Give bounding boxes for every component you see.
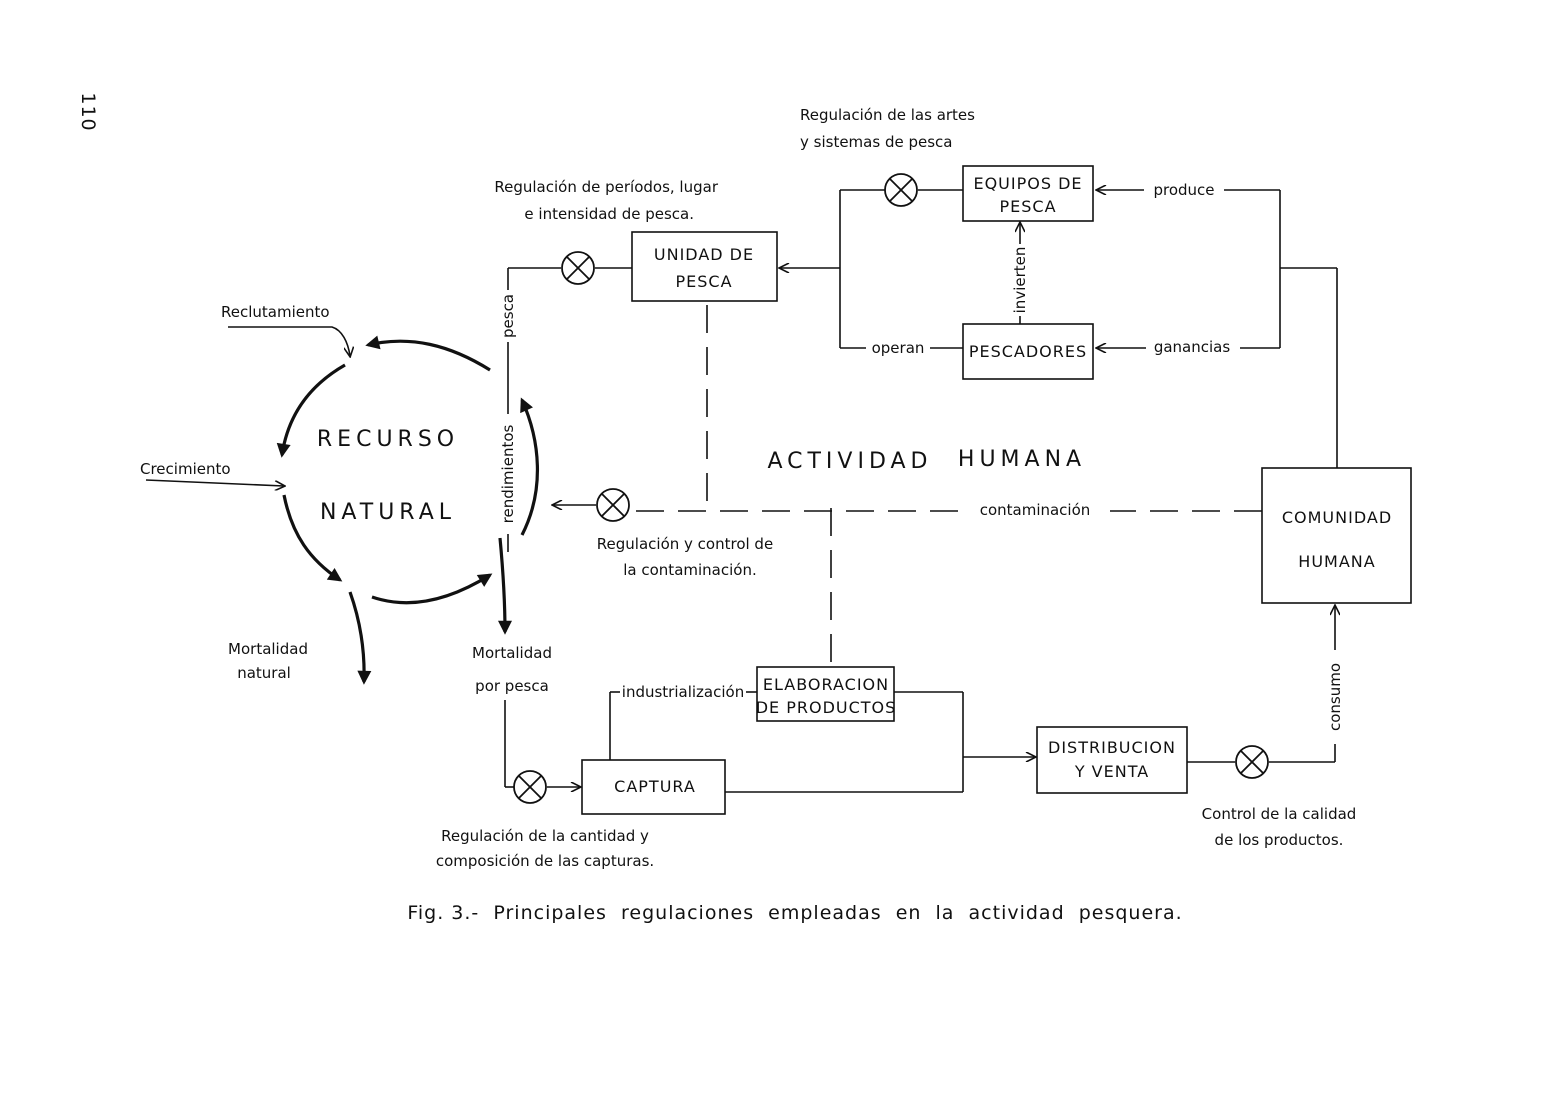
box-unidad-de-pesca xyxy=(631,231,778,302)
page-number: 110 xyxy=(77,92,99,131)
box-captura-label: CAPTURA xyxy=(614,777,696,796)
fishing-mortality-label-2: por pesca xyxy=(475,677,549,695)
reg-capturas-line2: composición de las capturas. xyxy=(436,852,654,870)
figure-caption: Fig. 3.- Principales regulaciones emplea… xyxy=(407,902,1182,924)
box-comunidad-line1: COMUNIDAD xyxy=(1282,508,1392,527)
cycle-arc-right xyxy=(520,397,540,536)
recruitment-arrow xyxy=(228,326,350,356)
box-equipos-line2: PESCA xyxy=(999,197,1056,216)
box-equipos-de-pesca xyxy=(962,165,1094,222)
resource-label-line2: NATURAL xyxy=(320,500,456,525)
box-comunidad-humana xyxy=(1261,467,1412,604)
flow-produce-label: produce xyxy=(1153,181,1214,199)
box-unidad-de-pesca-line2: PESCA xyxy=(675,272,732,291)
natural-mortality-arrow xyxy=(348,591,372,685)
box-comunidad-line2: HUMANA xyxy=(1298,552,1375,571)
center-label-humana: HUMANA xyxy=(958,447,1086,472)
box-elaboracion-line1: ELABORACION xyxy=(763,675,889,694)
reg-artes-line2: y sistemas de pesca xyxy=(800,133,952,151)
flow-contaminacion-label: contaminación xyxy=(980,501,1091,519)
flow-industrializacion-label: industrialización xyxy=(622,683,744,701)
reg-artes-line1: Regulación de las artes xyxy=(800,106,975,124)
growth-arrow xyxy=(145,479,284,486)
box-elaboracion-line2: DE PRODUCTOS xyxy=(756,698,897,717)
reg-capturas-line1: Regulación de la cantidad y xyxy=(441,827,649,845)
cycle-arc-left-upper xyxy=(276,363,346,458)
flow-ganancias-label: ganancias xyxy=(1154,338,1231,356)
growth-label: Crecimiento xyxy=(140,460,231,478)
reg-calidad-line2: de los productos. xyxy=(1215,831,1344,849)
box-distribucion-y-venta xyxy=(1036,726,1188,794)
flow-pesca-label: pesca xyxy=(499,294,517,338)
box-pescadores xyxy=(962,323,1094,380)
cycle-arc-left-lower xyxy=(282,494,343,582)
flow-invierten-label: invierten xyxy=(1011,247,1029,314)
resource-cycle xyxy=(145,326,540,685)
natural-mortality-label-1: Mortalidad xyxy=(228,640,308,658)
box-unidad-de-pesca-line1: UNIDAD DE xyxy=(654,245,754,264)
resource-label-line1: RECURSO xyxy=(317,427,459,452)
box-pescadores-line1: PESCADORES xyxy=(969,342,1087,361)
fishing-mortality-label-1: Mortalidad xyxy=(472,644,552,662)
valve-artes-icon xyxy=(884,173,918,207)
reg-periodos-line2: e intensidad de pesca. xyxy=(524,205,694,223)
box-distribucion-line1: DISTRIBUCION xyxy=(1048,738,1176,757)
box-captura xyxy=(581,759,726,815)
box-elaboracion-de-productos xyxy=(756,666,895,722)
flow-consumo-label: consumo xyxy=(1326,663,1344,731)
box-equipos-line1: EQUIPOS DE xyxy=(973,174,1082,193)
valve-periodos-icon xyxy=(561,251,595,285)
valve-calidad-icon xyxy=(1235,745,1269,779)
center-label-actividad: ACTIVIDAD xyxy=(767,449,932,474)
box-distribucion-line2: Y VENTA xyxy=(1074,762,1149,781)
flow-operan-label: operan xyxy=(872,339,925,357)
natural-mortality-label-2: natural xyxy=(237,664,291,682)
cycle-arc-top xyxy=(365,335,491,372)
recruitment-label: Reclutamiento xyxy=(221,303,330,321)
reg-calidad-line1: Control de la calidad xyxy=(1202,805,1357,823)
reg-contaminacion-line2: la contaminación. xyxy=(623,561,756,579)
reg-periodos-line1: Regulación de períodos, lugar xyxy=(494,178,718,196)
cycle-arc-bottom xyxy=(371,573,493,605)
valve-capturas-icon xyxy=(513,770,547,804)
fishing-mortality-arrow xyxy=(497,537,512,635)
flow-rendimientos-label: rendimientos xyxy=(499,424,517,523)
valve-contaminacion-icon xyxy=(596,488,630,522)
reg-contaminacion-line1: Regulación y control de xyxy=(597,535,773,553)
